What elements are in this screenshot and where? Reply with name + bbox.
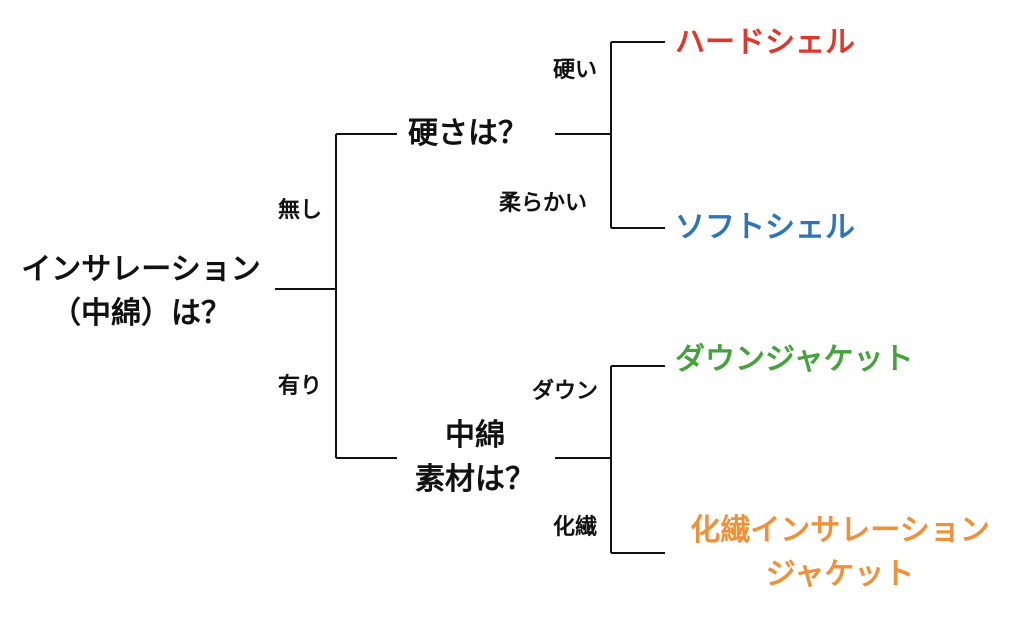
result-synthetic-jacket-line2: ジャケット	[765, 557, 915, 592]
material-question-line2: 素材は？	[415, 462, 535, 497]
edge-label-none: 無し	[278, 198, 323, 223]
result-synthetic-jacket: 化繊インサレーション ジャケット	[675, 509, 1005, 597]
edge-label-hard: 硬い	[553, 58, 598, 83]
material-question: 中綿 素材は？	[400, 414, 550, 502]
root-question: インサレーション （中綿）は？	[10, 248, 272, 336]
edge-label-synthetic: 化繊	[553, 515, 598, 540]
result-soft-shell: ソフトシェル	[675, 210, 855, 245]
edge-label-soft: 柔らかい	[499, 191, 588, 216]
material-question-line1: 中綿	[445, 418, 505, 453]
hardness-question: 硬さは？	[408, 116, 528, 151]
result-hard-shell: ハードシェル	[675, 25, 855, 60]
result-down-jacket: ダウンジャケット	[675, 342, 914, 377]
result-synthetic-jacket-line1: 化繊インサレーション	[690, 513, 990, 548]
edge-label-has: 有り	[278, 374, 323, 399]
root-question-line1: インサレーション	[21, 252, 261, 287]
edge-label-down: ダウン	[532, 379, 599, 404]
root-question-line2: （中綿）は？	[51, 296, 231, 331]
